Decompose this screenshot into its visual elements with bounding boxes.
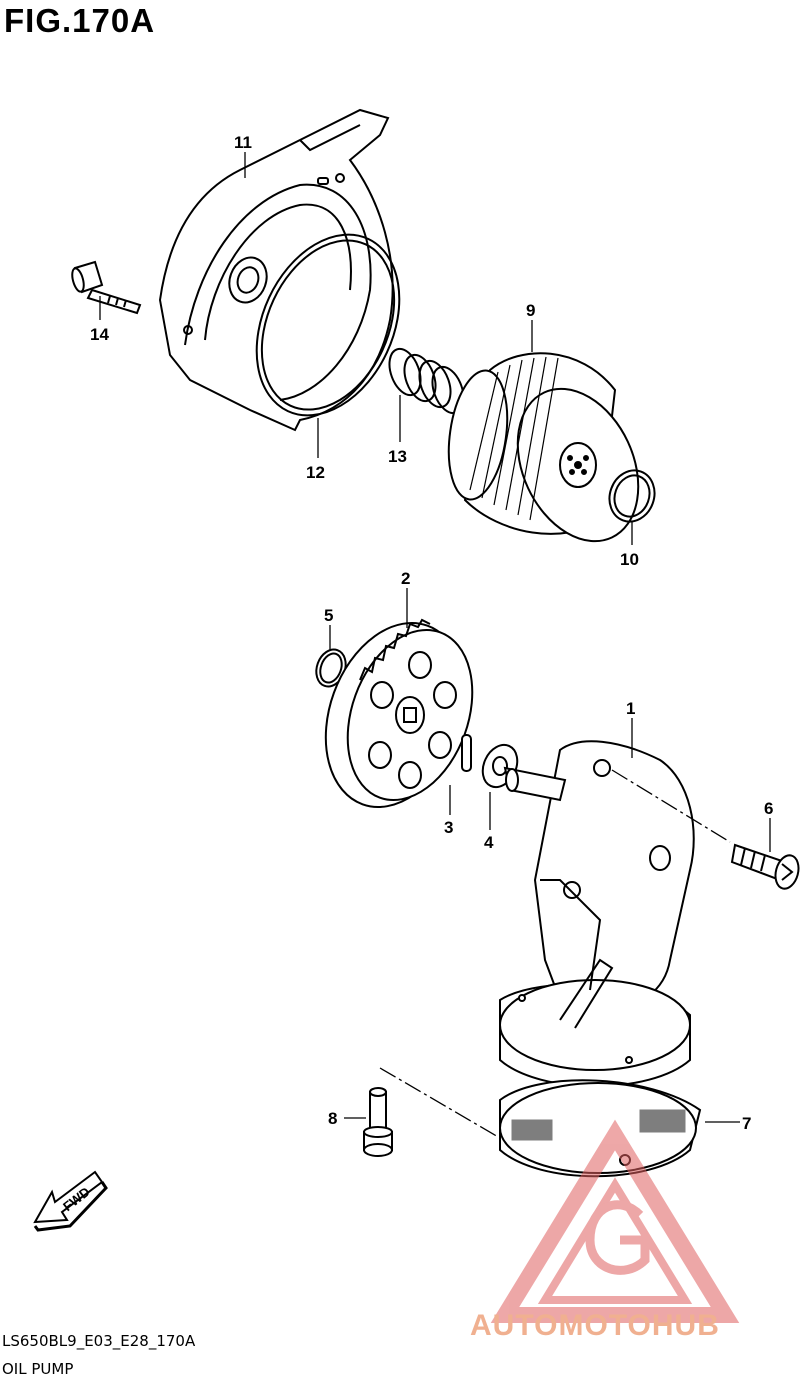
- part-12-o-ring: [255, 233, 401, 417]
- part-6-screw: [730, 843, 800, 890]
- part-label-2: 2: [401, 569, 410, 588]
- watermark-text: AUTOMOTOHUB: [470, 1309, 720, 1342]
- part-label-8: 8: [328, 1109, 337, 1128]
- part-label-14: 14: [90, 325, 109, 344]
- figure-name: OIL PUMP: [2, 1360, 74, 1378]
- part-label-11: 11: [234, 133, 252, 152]
- part-label-4: 4: [484, 833, 494, 852]
- part-2-driven-gear: [324, 618, 474, 808]
- part-11-filter-cover: [158, 108, 394, 432]
- fwd-arrow: FWD: [33, 1170, 108, 1232]
- part-label-7: 7: [742, 1114, 751, 1133]
- part-10-o-ring: [608, 469, 656, 523]
- part-3-pin: [461, 734, 472, 772]
- figure-title: FIG.170A: [4, 2, 156, 39]
- part-1-oil-pump: [499, 740, 702, 1178]
- part-9-oil-filter: [447, 352, 640, 543]
- watermark-logo: [490, 1119, 740, 1323]
- part-number-labels: 11 14 12 13 9 10 2 5 3 4 1 6 7 8: [90, 133, 773, 1133]
- part-label-1: 1: [626, 699, 635, 718]
- part-label-5: 5: [324, 606, 333, 625]
- part-label-12: 12: [306, 463, 325, 482]
- part-label-3: 3: [444, 818, 453, 837]
- leader-lines: [99, 152, 771, 1139]
- part-label-6: 6: [764, 799, 773, 818]
- part-label-10: 10: [620, 550, 639, 569]
- part-label-9: 9: [526, 301, 535, 320]
- figure-code: LS650BL9_E03_E28_170A: [2, 1332, 196, 1350]
- part-14-bolt: [71, 260, 142, 315]
- part-8-bolt: [363, 1087, 393, 1157]
- part-label-13: 13: [388, 447, 407, 466]
